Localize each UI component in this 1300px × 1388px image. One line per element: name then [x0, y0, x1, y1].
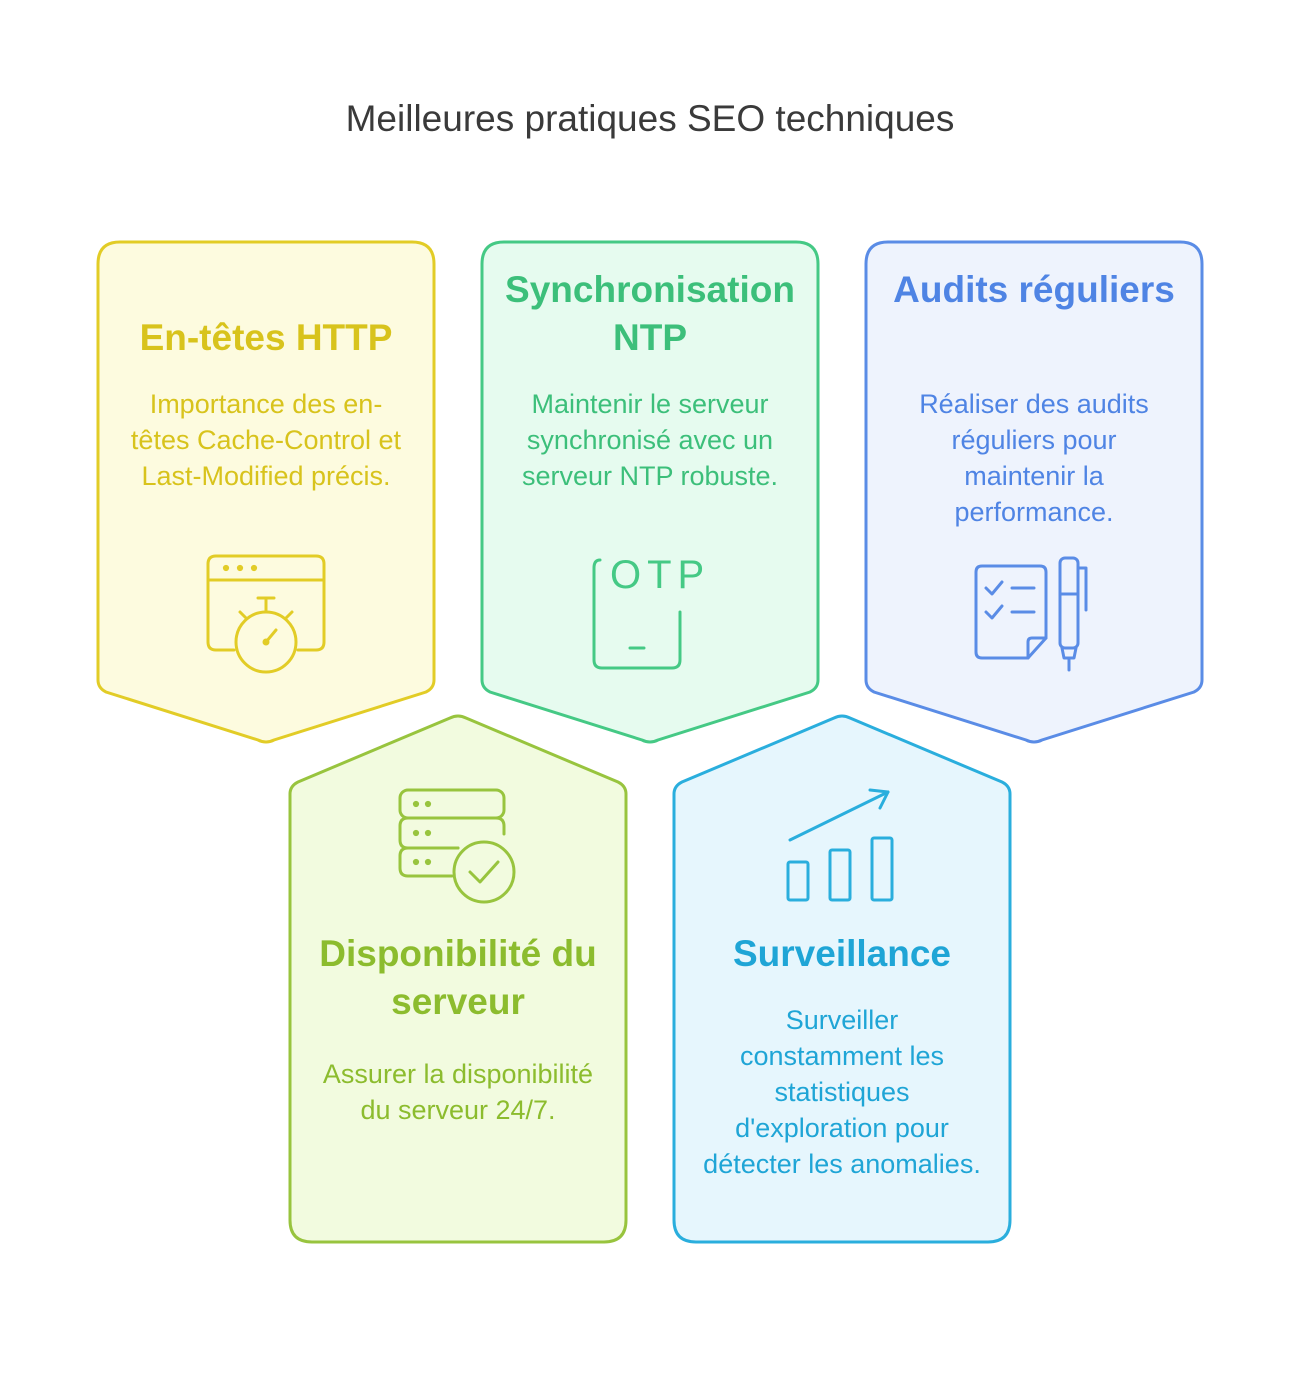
card-heading: Surveillance: [732, 933, 951, 974]
card-shape: [672, 714, 1012, 1244]
page-title: Meilleures pratiques SEO techniques: [345, 98, 955, 139]
card-description: Assurer la disponibilité du serveur 24/7…: [322, 1059, 594, 1125]
otp-device-icon: OTP: [592, 553, 710, 670]
server-check-icon: [398, 788, 516, 904]
card-monitoring: Surveillance Surveiller constamment les …: [672, 714, 1012, 1244]
card-description: Surveiller constamment les statistiques …: [703, 1005, 981, 1179]
card-description: Importance des en-têtes Cache-Control et…: [130, 389, 402, 491]
card-shape: [288, 714, 628, 1244]
card-shape: [96, 240, 436, 744]
card-server-availability: Disponibilité du serveur Assurer la disp…: [288, 714, 628, 1244]
card-heading: Audits réguliers: [893, 269, 1175, 310]
growth-chart-icon: [786, 788, 894, 902]
card-shape: [864, 240, 1204, 744]
card-description: Réaliser des audits réguliers pour maint…: [919, 389, 1149, 527]
card-regular-audits: Audits réguliers Réaliser des audits rég…: [864, 240, 1204, 746]
otp-label: OTP: [610, 553, 710, 597]
card-heading: Synchronisation NTP: [505, 269, 795, 358]
browser-stopwatch-icon: [206, 554, 326, 674]
card-http-headers: En-têtes HTTP Importance des en-têtes Ca…: [96, 240, 436, 746]
card-heading: En-têtes HTTP: [139, 317, 393, 358]
card-shape: [480, 240, 820, 744]
card-ntp-sync: Synchronisation NTP Maintenir le serveur…: [480, 240, 820, 746]
checklist-pen-icon: [974, 556, 1088, 672]
card-heading: Disponibilité du serveur: [319, 933, 597, 1022]
card-description: Maintenir le serveur synchronisé avec un…: [521, 389, 779, 491]
